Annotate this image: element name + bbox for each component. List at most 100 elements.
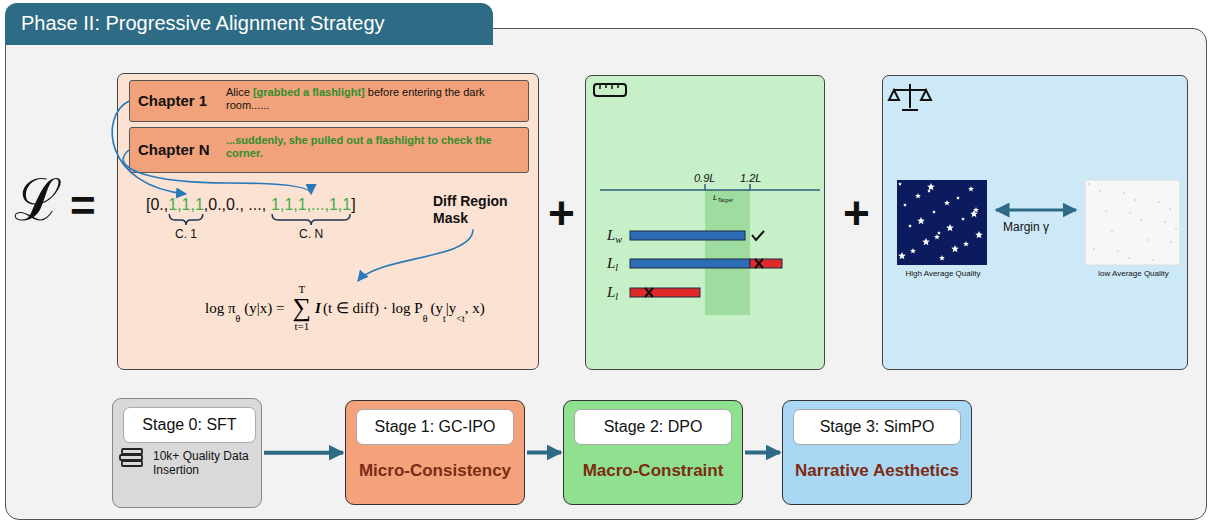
plus-sign: + bbox=[548, 186, 575, 241]
star bbox=[944, 200, 950, 205]
cross-mark bbox=[645, 288, 653, 297]
starry-image bbox=[897, 180, 987, 265]
plus-sign: + bbox=[843, 186, 870, 241]
star bbox=[968, 186, 974, 191]
star bbox=[963, 241, 969, 246]
star bbox=[932, 210, 936, 214]
title-text: Phase II: Progressive Alignment Strategy bbox=[21, 3, 385, 43]
formula: log πθ(y|x) =T∑t=1I(t ∈ diff) · log Pθ(y… bbox=[205, 284, 485, 332]
cross-mark bbox=[755, 259, 763, 268]
box-text: Stage 1: GC-IPO bbox=[357, 410, 513, 444]
highlight: [grabbed a flashlight] bbox=[253, 86, 365, 98]
formula-part: (t ∈ diff) · log P bbox=[323, 299, 423, 317]
chapter-tag: C. N bbox=[299, 227, 323, 241]
blank-image bbox=[1085, 180, 1180, 265]
dot bbox=[1088, 183, 1090, 185]
dot bbox=[1093, 248, 1095, 250]
star bbox=[915, 193, 921, 198]
subscript: l bbox=[615, 262, 618, 273]
subscript: w bbox=[615, 234, 622, 245]
dot bbox=[1152, 259, 1154, 261]
formula-part: (y bbox=[431, 300, 444, 317]
box-text: Stage 3: SimPO bbox=[794, 410, 960, 444]
box-text: Narrative Aesthetics bbox=[783, 461, 971, 481]
dot bbox=[1169, 208, 1171, 210]
star bbox=[898, 182, 902, 186]
box-text: Diff Region Mask bbox=[433, 193, 533, 227]
box-text: High Average Quality bbox=[898, 269, 988, 279]
chapter-box: Chapter N...suddenly, she pulled out a f… bbox=[129, 127, 529, 173]
formula-part: <t bbox=[456, 313, 464, 324]
formula-part: t=1 bbox=[294, 321, 309, 332]
box-text: Chapter N bbox=[138, 141, 210, 159]
formula-part: t bbox=[443, 313, 446, 324]
star bbox=[898, 252, 906, 259]
star bbox=[937, 231, 941, 235]
dot bbox=[1099, 190, 1101, 192]
star bbox=[922, 238, 930, 245]
box-text: Alice [grabbed a flashlight] before ente… bbox=[226, 86, 522, 112]
star bbox=[910, 248, 916, 253]
box-text: Macro-Constraint bbox=[564, 461, 742, 481]
chapter-tag: C. 1 bbox=[175, 227, 197, 241]
star bbox=[951, 245, 959, 252]
formula-part: log π bbox=[205, 300, 236, 317]
equals-sign: = bbox=[70, 180, 96, 233]
stage-label-box: Stage 3: SimPO bbox=[793, 409, 961, 445]
stage-box: Micro-Consistency Stage 1: GC-IPO bbox=[345, 400, 525, 505]
consistency-panel: Diff Region Mask Chapter 1 Alice [grabbed … bbox=[117, 73, 539, 370]
flow-arrow bbox=[527, 451, 561, 455]
chapter-box: Chapter 1 Alice [grabbed a flashlight] be… bbox=[129, 80, 529, 122]
dot bbox=[1140, 219, 1142, 221]
star bbox=[934, 234, 940, 239]
box-text: Stage 2: DPO bbox=[575, 410, 731, 444]
box-text: Margin γ bbox=[1003, 220, 1049, 234]
faint-dots bbox=[1088, 183, 1177, 261]
star bbox=[927, 183, 935, 190]
dot bbox=[1111, 230, 1113, 232]
formula-part: θ bbox=[423, 313, 428, 324]
box-text: 1.2L bbox=[740, 172, 761, 185]
stage-box: Narrative Aesthetics Stage 3: SimPO bbox=[782, 400, 972, 505]
length-label: Ll bbox=[607, 254, 618, 274]
box-text: 0.9L bbox=[694, 172, 715, 185]
mask-ones: 1,1,1,...,1,1 bbox=[271, 196, 351, 213]
dot bbox=[1105, 210, 1107, 212]
box-text: Micro-Consistency bbox=[346, 461, 524, 481]
title-tab: Phase II: Progressive Alignment Strategy bbox=[5, 3, 493, 45]
dot bbox=[1134, 199, 1136, 201]
dot bbox=[1117, 250, 1119, 252]
mask-zeros: [0., bbox=[146, 196, 168, 213]
star bbox=[903, 203, 907, 207]
dot bbox=[1123, 192, 1125, 194]
loss-symbol: ℒ bbox=[14, 166, 62, 236]
box-text: low Average Quality bbox=[1086, 269, 1181, 279]
box-text: Stage 0: SFT bbox=[124, 408, 255, 442]
mask-zeros: ] bbox=[351, 196, 355, 213]
dot bbox=[1170, 241, 1172, 243]
formula-part: , x) bbox=[465, 300, 485, 317]
stage-box: 10k+ Quality Data InsertionStage 0: SFT bbox=[112, 398, 262, 508]
box-text: Chapter 1 bbox=[138, 92, 207, 110]
star bbox=[946, 224, 954, 231]
star bbox=[975, 231, 983, 238]
stage-label-box: Stage 1: GC-IPO bbox=[356, 409, 514, 445]
dot bbox=[1146, 239, 1148, 241]
formula-part: ∑ bbox=[293, 295, 312, 321]
length-label: Ll bbox=[607, 283, 618, 303]
dot bbox=[1158, 201, 1160, 203]
dot bbox=[1175, 228, 1177, 230]
subscript: l bbox=[615, 291, 618, 302]
box-text: LTarget bbox=[713, 193, 733, 203]
stage-label-box: Stage 2: DPO bbox=[574, 409, 732, 445]
formula-part: (y|x) = bbox=[244, 300, 284, 317]
formula-part: |y bbox=[446, 300, 457, 317]
star bbox=[939, 255, 945, 260]
subscript: Target bbox=[717, 197, 732, 203]
star bbox=[908, 224, 912, 228]
star bbox=[973, 207, 979, 212]
stage-label-box: Stage 0: SFT bbox=[123, 407, 256, 443]
flow-arrow bbox=[264, 451, 343, 455]
stage-box: Macro-Constraint Stage 2: DPO bbox=[563, 400, 743, 505]
mask-zeros: ,0.,0., ..., bbox=[204, 196, 266, 213]
